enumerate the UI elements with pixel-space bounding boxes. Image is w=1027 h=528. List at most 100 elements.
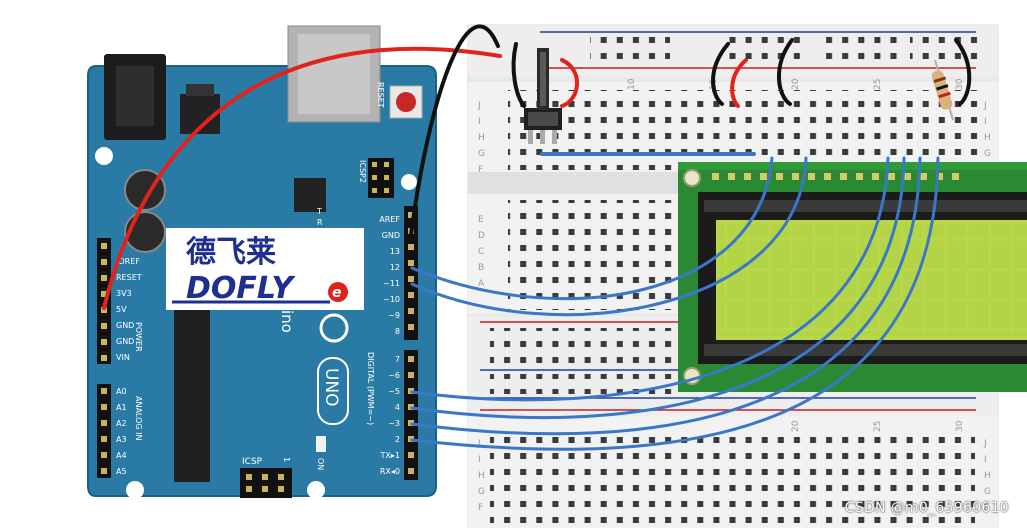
wires — [102, 24, 972, 451]
icsp-header — [240, 468, 292, 498]
wire-red-jumper — [560, 58, 579, 108]
pin-label-8: 8 — [395, 327, 400, 336]
wire-blue-pin3 — [410, 156, 922, 436]
pin-label-5: ~5 — [388, 387, 400, 396]
mount-hole — [683, 169, 701, 187]
resistor — [931, 59, 954, 121]
analog-label: ANALOG IN — [134, 396, 143, 441]
mount-hole — [95, 147, 113, 165]
rx-label: R — [317, 218, 323, 227]
power-label: POWER — [134, 322, 143, 352]
row-letter: G — [984, 487, 991, 497]
pin-label-a1: A1 — [116, 403, 127, 412]
mount-hole — [126, 481, 144, 499]
uno-badge — [317, 357, 349, 425]
mount-hole — [401, 174, 417, 190]
pin-label-10: ~10 — [383, 295, 400, 304]
column-number: 25 — [873, 421, 883, 432]
wire-blue-pin2 — [410, 156, 940, 451]
row-letter: D — [478, 231, 485, 241]
wire-blue-pin11 — [410, 156, 808, 317]
row-letter: G — [984, 149, 991, 159]
reset-button-cap[interactable] — [396, 92, 416, 112]
row-letter: I — [984, 117, 987, 127]
column-number: 30 — [955, 420, 965, 432]
pin-label-tx1: TX▸1 — [380, 451, 400, 460]
pin-label-4: 4 — [395, 403, 400, 412]
pin-label-a0: A0 — [116, 387, 127, 396]
row-letter: F — [984, 503, 989, 513]
row-letter: C — [478, 247, 484, 257]
pin-label-11: ~11 — [383, 279, 400, 288]
icsp2-header — [368, 158, 394, 198]
column-number: 20 — [791, 78, 801, 90]
pin-label-5v: 5V — [116, 305, 127, 314]
column-number: 20 — [791, 420, 801, 432]
pin-label-12: 12 — [390, 263, 400, 272]
row-letter: J — [477, 439, 481, 449]
brand-fragment: ino — [278, 310, 296, 333]
pin-label-a2: A2 — [116, 419, 127, 428]
on-led — [316, 436, 326, 452]
logo-latin: DOFLY — [186, 271, 296, 306]
pin-label-2: 2 — [395, 435, 400, 444]
pin-label-rx0: RX◂0 — [380, 467, 400, 476]
pin-label-7: 7 — [395, 355, 400, 364]
pin-label-3v3: 3V3 — [116, 289, 132, 298]
row-letter: A — [478, 279, 485, 289]
uno-label: UNO — [321, 368, 341, 407]
row-letter: G — [478, 149, 485, 159]
row-letter: I — [478, 455, 481, 465]
row-letter: F — [478, 503, 483, 513]
icsp-label: ICSP — [242, 457, 263, 467]
pin-label-gnd: GND — [116, 337, 134, 346]
pin-label-13: 13 — [390, 247, 400, 256]
wire-black-gnd — [409, 24, 500, 237]
logo-suffix: e — [332, 285, 342, 301]
icsp2-label: ICSP2 — [358, 160, 367, 183]
row-letter: F — [478, 165, 483, 175]
wire-blue-pin4 — [410, 156, 906, 420]
row-letter: H — [478, 471, 485, 481]
usb-chip — [294, 178, 326, 212]
digital-label: DIGITAL (PWM=~) — [366, 352, 375, 425]
row-letter: H — [478, 133, 485, 143]
atmega-chip — [174, 306, 210, 482]
wire-red-5v — [102, 46, 502, 310]
logo-chinese: 德飞莱 — [186, 235, 276, 270]
row-letter: I — [478, 117, 481, 127]
digital-header-top — [404, 206, 418, 340]
row-letter: J — [477, 101, 481, 111]
wire-black-jumper — [954, 38, 972, 106]
mount-hole — [307, 481, 325, 499]
row-letter: B — [478, 263, 484, 273]
pin-label-a5: A5 — [116, 467, 127, 476]
column-number: 25 — [873, 79, 883, 90]
potentiometer — [524, 48, 562, 144]
pin-label-a4: A4 — [116, 451, 127, 460]
row-letter: E — [478, 215, 484, 225]
row-letter: H — [984, 133, 991, 143]
pin-label-9: ~9 — [388, 311, 400, 320]
wire-red-jumper — [730, 58, 748, 108]
column-number: 10 — [627, 78, 637, 90]
dofly-logo: 德飞莱 DOFLY e — [166, 228, 364, 310]
row-letter: I — [984, 455, 987, 465]
pin-label-vin: VIN — [116, 353, 130, 362]
analog-header — [97, 384, 111, 478]
row-letter: G — [478, 487, 485, 497]
row-letter: H — [984, 471, 991, 481]
pin-label-gnd: GND — [116, 321, 134, 330]
pin-label-3: ~3 — [388, 419, 400, 428]
tx-label: T — [316, 207, 322, 216]
column-number: 30 — [955, 78, 965, 90]
arduino-logo-icon — [319, 313, 349, 343]
pin-label-reset: RESET — [116, 273, 142, 282]
watermark-text: CSDN @m0_65960610 — [844, 500, 1009, 516]
wire-black-jumper — [511, 42, 526, 108]
wire-blue-pin5 — [410, 156, 890, 402]
wire-blue-pin12 — [410, 156, 774, 300]
pin-label-a3: A3 — [116, 435, 127, 444]
reset-label: RESET — [376, 82, 385, 108]
